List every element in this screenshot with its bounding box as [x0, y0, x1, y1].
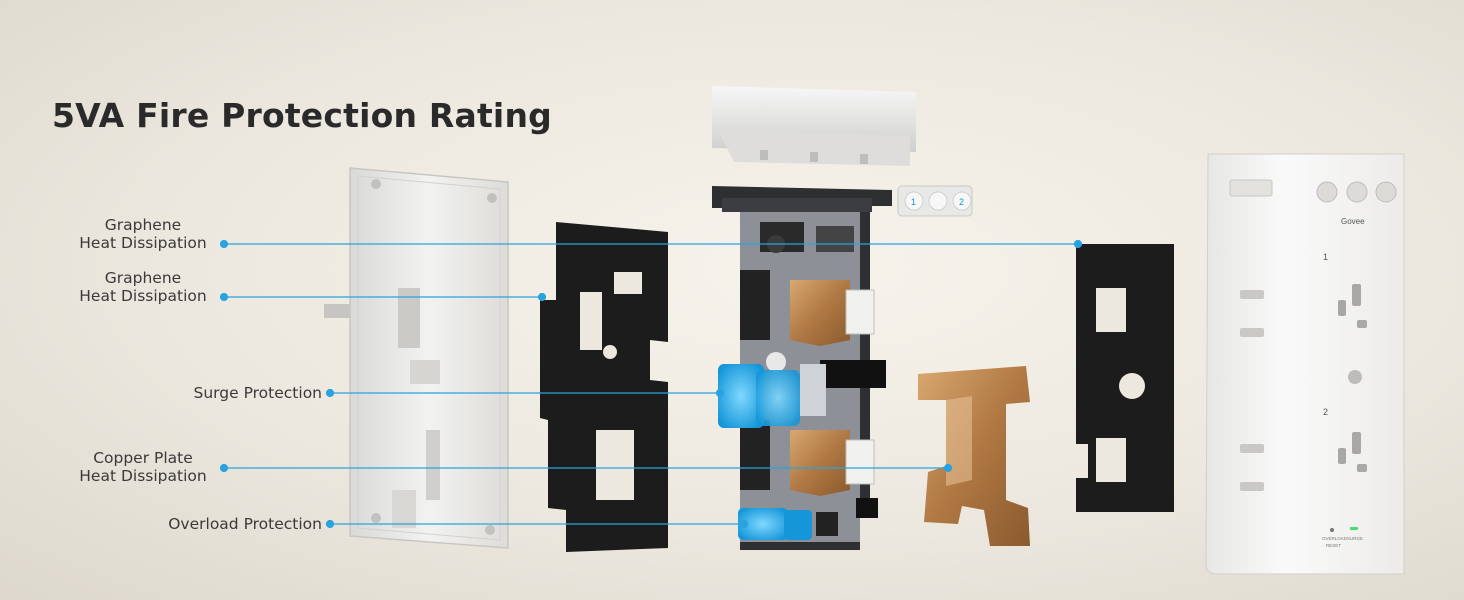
callout-graphene-second: Graphene Heat Dissipation [72, 269, 214, 305]
callout-line-1: Copper Plate [93, 449, 193, 467]
callout-lines [219, 239, 1083, 529]
reset-label: RESET [1326, 543, 1341, 548]
surge-protection-component [718, 364, 826, 428]
outlet-number-1: 1 [1323, 252, 1328, 262]
surge-label: SURGE [1347, 536, 1363, 541]
overload-protection-component [738, 508, 838, 540]
callout-line-1: Graphene [104, 216, 182, 234]
overload-label: OVERLOAD [1322, 536, 1348, 541]
page-title: 5VA Fire Protection Rating [52, 96, 552, 135]
callout-line-1: Surge Protection [193, 384, 322, 402]
reset-buttons [897, 185, 973, 217]
callout-line-2: Heat Dissipation [79, 287, 207, 305]
back-housing-plate [324, 167, 509, 549]
graphene-sheet-left [540, 222, 668, 552]
callout-copper-plate: Copper Plate Heat Dissipation [72, 449, 214, 485]
copper-plate [918, 366, 1030, 546]
front-housing [1205, 153, 1405, 575]
top-cover [712, 86, 916, 166]
button-number-2: 2 [959, 197, 964, 207]
button-number-1: 1 [911, 197, 916, 207]
callout-line-2: Heat Dissipation [79, 467, 207, 485]
callout-overload-protection: Overload Protection [136, 515, 322, 533]
callout-line-1: Overload Protection [168, 515, 322, 533]
callout-surge-protection: Surge Protection [162, 384, 322, 402]
callout-graphene-top: Graphene Heat Dissipation [72, 216, 214, 252]
graphene-sheet-right [1076, 244, 1174, 512]
outlet-number-2: 2 [1323, 407, 1328, 417]
callout-line-1: Graphene [104, 269, 182, 287]
callout-line-2: Heat Dissipation [79, 234, 207, 252]
brand-logo: Govee [1341, 217, 1365, 226]
